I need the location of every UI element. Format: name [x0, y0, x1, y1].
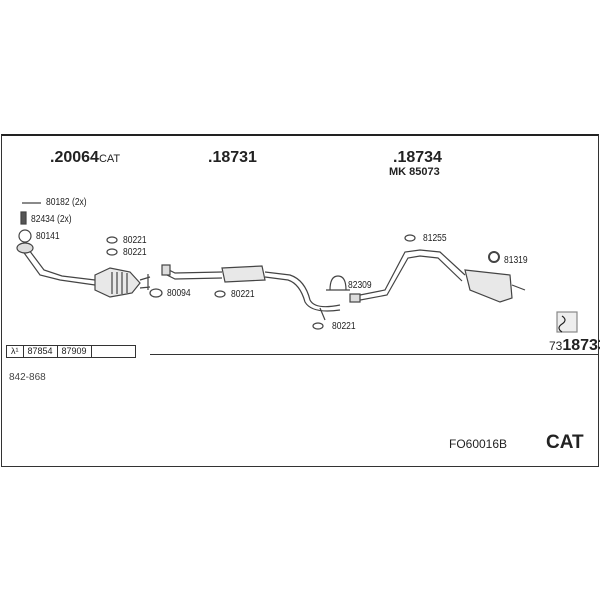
- table-cell: [92, 346, 135, 357]
- lambda-table: λ¹ 87854 87909: [6, 345, 136, 358]
- label-hanger: 81319: [504, 255, 528, 266]
- u-clamp-icon: [326, 275, 350, 291]
- label-clamp: 80221: [123, 235, 147, 246]
- label-clamp: 80221: [123, 247, 147, 258]
- middle-muffler: [221, 265, 266, 283]
- lambda-symbol: λ¹: [7, 346, 24, 357]
- year-range: 842-868: [9, 372, 46, 383]
- clamp-icon: [214, 290, 226, 298]
- label-spring: 82434 (2x): [31, 214, 72, 225]
- label-u-clamp: 82309: [348, 280, 372, 291]
- ring-icon: [18, 229, 32, 243]
- catalog-icon: [556, 311, 578, 333]
- rear-kit-number: MK 85073: [389, 166, 440, 178]
- cat-part-number: .20064CAT: [50, 149, 121, 166]
- rear-muffler: [464, 269, 513, 303]
- label-gasket: 80094: [167, 288, 191, 299]
- label-ring: 80141: [36, 231, 60, 242]
- clamp-icon: [312, 322, 324, 330]
- kit-number: 7318733: [549, 337, 600, 354]
- system-code: FO60016B: [449, 437, 508, 451]
- clamp-icon: [106, 236, 118, 244]
- clamp-icon: [404, 234, 416, 242]
- front-pipe: [21, 249, 96, 286]
- label-clamp: 80221: [231, 289, 255, 300]
- divider: [150, 354, 598, 355]
- mid-part-number: .18731: [208, 149, 257, 166]
- label-clamp: 81255: [423, 233, 447, 244]
- gasket-icon: [149, 288, 163, 298]
- rear-part-number: .18734: [393, 149, 442, 166]
- mid-flange: [161, 264, 171, 276]
- table-cell: 87909: [58, 346, 92, 357]
- label-clamp: 80221: [332, 321, 356, 332]
- clamp-icon: [106, 248, 118, 256]
- hanger-icon: [488, 251, 500, 263]
- cat-label: CAT: [546, 432, 584, 453]
- spring-icon: [20, 211, 27, 225]
- diagram-frame: [1, 134, 599, 467]
- front-flange: [16, 242, 34, 254]
- table-cell: 87854: [24, 346, 58, 357]
- label-bolt: 80182 (2x): [46, 197, 87, 208]
